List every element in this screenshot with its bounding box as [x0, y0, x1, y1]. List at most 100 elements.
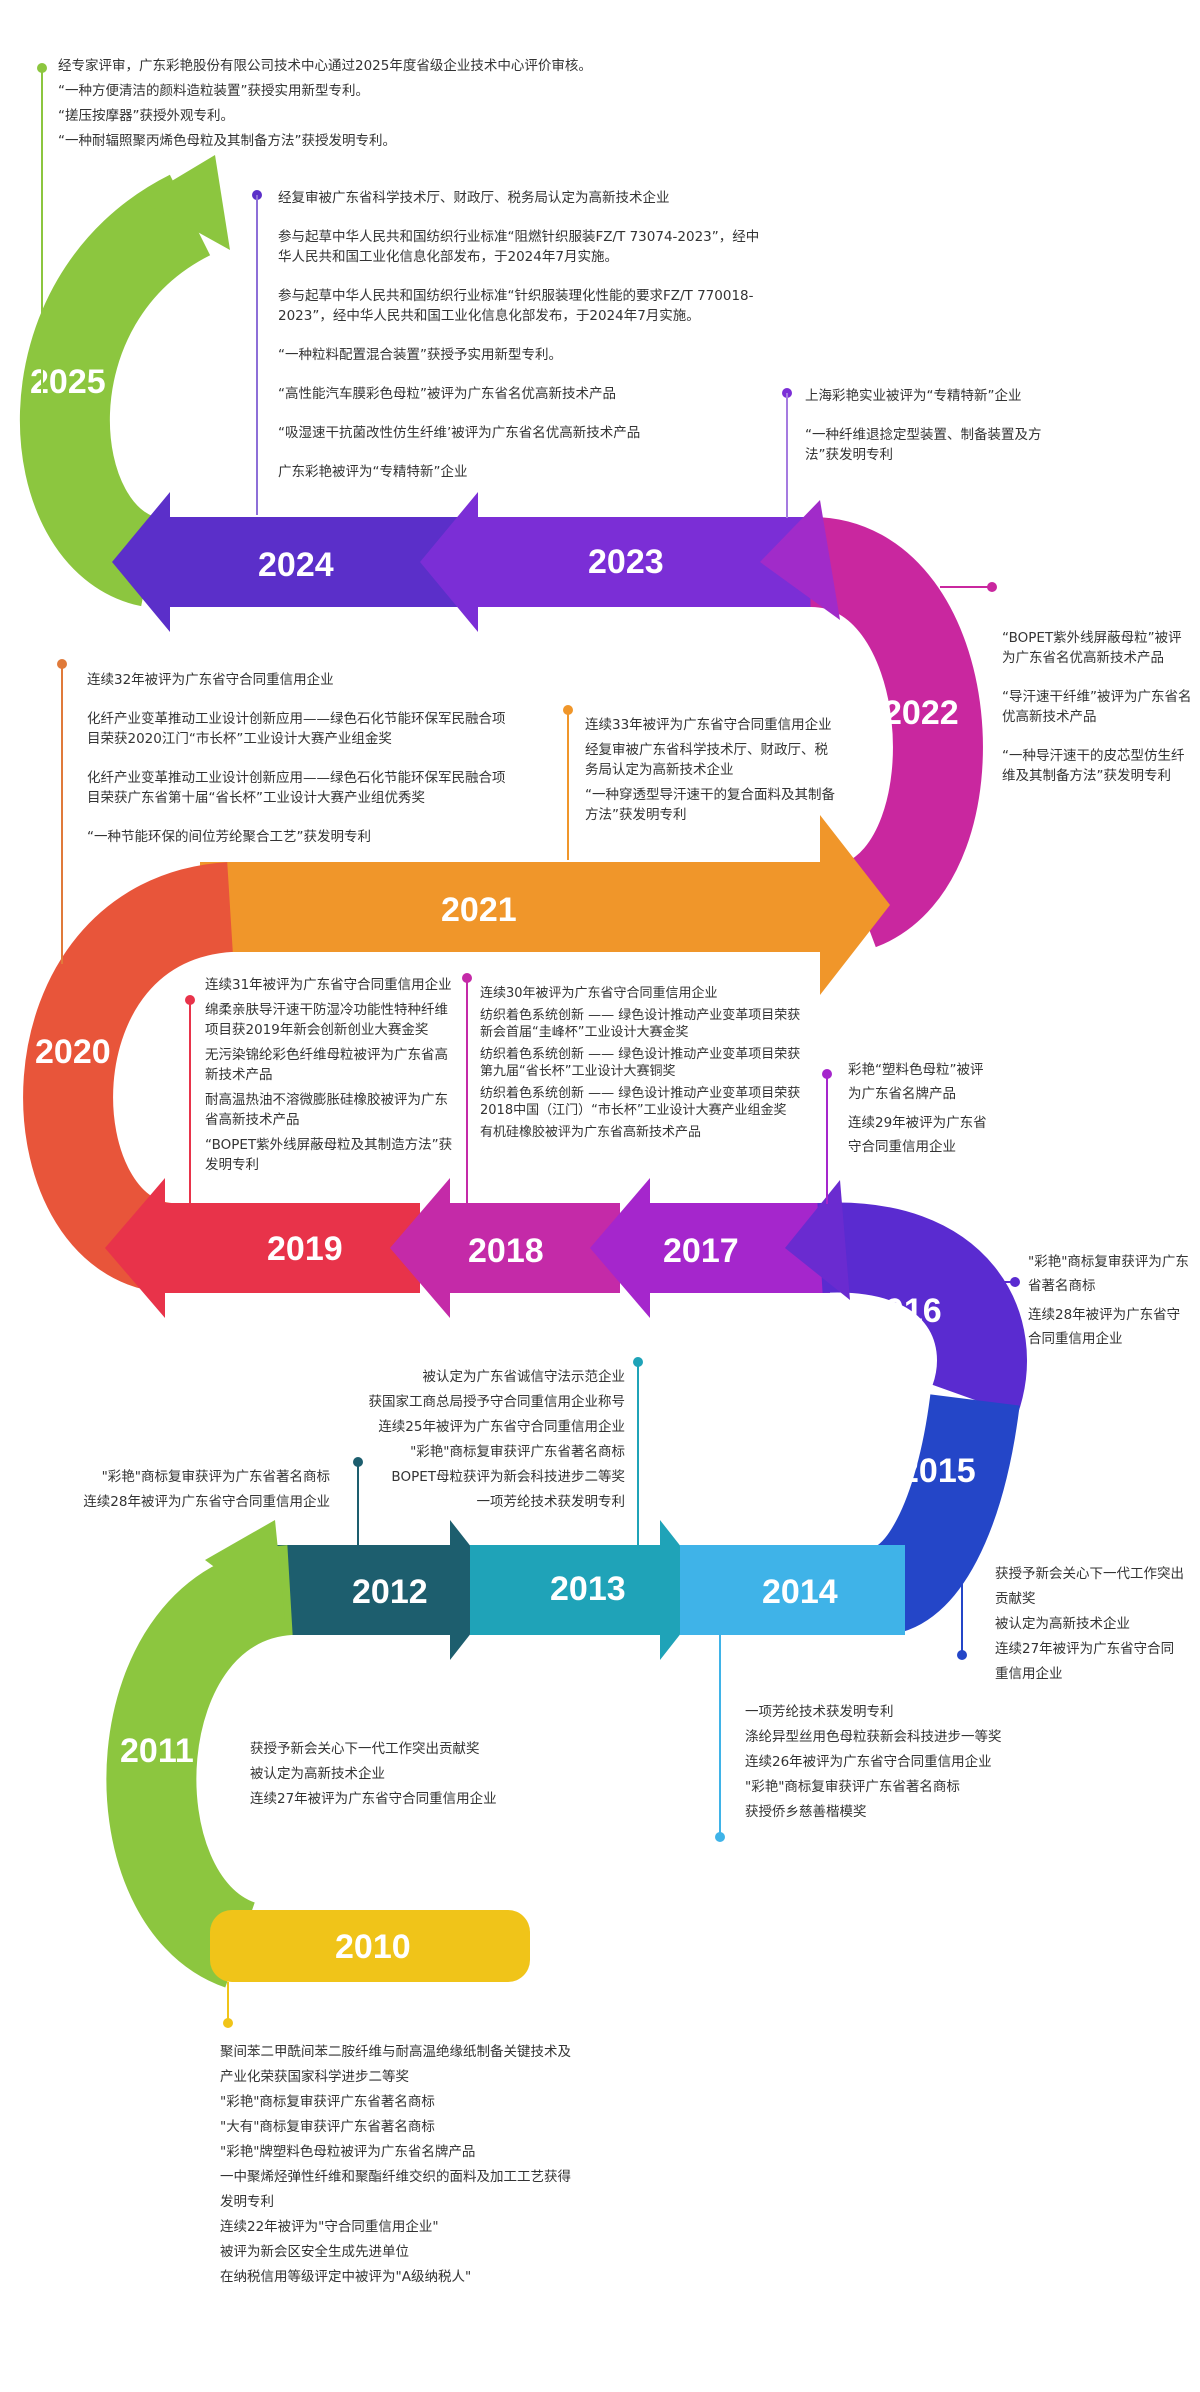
event-item: 连续33年被评为广东省守合同重信用企业 [585, 717, 832, 733]
event-item: 无污染锦纶彩色纤维母粒被评为广东省高新技术产品 [205, 1047, 448, 1083]
event-item: 有机硅橡胶被评为广东省高新技术产品 [480, 1125, 702, 1140]
year-label-2018: 2018 [468, 1232, 544, 1270]
event-item: 参与起草中华人民共和国纺织行业标准“针织服装理化性能的要求FZ/T 770018… [278, 288, 754, 324]
event-item: 被认定为广东省诚信守法示范企业 [422, 1369, 626, 1385]
year-label-2024: 2024 [258, 546, 334, 584]
event-item: “一种耐辐照聚丙烯色母粒及其制备方法”获授发明专利。 [58, 133, 396, 149]
arrowhead-2023 [760, 500, 840, 620]
connector-line-2010 [227, 1982, 229, 2022]
year-label-2022: 2022 [883, 694, 959, 732]
segment-2012 [270, 1520, 505, 1660]
event-item: "彩艳"商标复审获评为广东省著名商标 [101, 1469, 330, 1485]
event-item: 连续25年被评为广东省守合同重信用企业 [378, 1419, 625, 1435]
event-item: "彩艳"商标复审获评广东省著名商标 [410, 1444, 625, 1460]
event-item: 绵柔亲肤导汗速干防湿冷功能性特种纤维项目获2019年新会创新创业大赛金奖 [205, 1002, 448, 1038]
event-item: “一种纤维退捻定型装置、制备装置及方法”获发明专利 [805, 427, 1042, 463]
segment-2021 [200, 815, 890, 995]
event-item: 涤纶异型丝用色母粒获新会科技进步一等奖 [745, 1729, 1002, 1745]
events-2015: 获授予新会关心下一代工作突出贡献奖 被认定为高新技术企业 连续27年被评为广东省… [995, 1562, 1185, 1687]
event-item: 经复审被广东省科学技术厅、财政厅、税务局认定为高新技术企业 [585, 742, 828, 778]
connector-line-2013 [637, 1362, 639, 1547]
event-item: 连续30年被评为广东省守合同重信用企业 [480, 986, 718, 1001]
marker-dot-2016 [1010, 1277, 1020, 1287]
event-item: “高性能汽车膜彩色母粒”被评为广东省名优高新技术产品 [278, 386, 616, 402]
segment-2019 [105, 1178, 420, 1318]
events-2021-center: 连续33年被评为广东省守合同重信用企业 经复审被广东省科学技术厅、财政厅、税务局… [585, 715, 835, 830]
event-item: 一项芳纶技术获发明专利 [745, 1704, 894, 1720]
event-item: “一种节能环保的间位芳纶聚合工艺”获发明专利 [87, 829, 371, 845]
connector-line-2021b [567, 710, 569, 860]
events-2018: 连续30年被评为广东省守合同重信用企业 纺织着色系统创新 —— 绿色设计推动产业… [480, 985, 810, 1146]
events-2022: “BOPET紫外线屏蔽母粒”被评为广东省名优高新技术产品 “导汗速干纤维”被评为… [1002, 628, 1192, 805]
segment-2022 [807, 516, 983, 948]
event-item: 被认定为高新技术企业 [995, 1616, 1130, 1632]
event-item: “一种粒料配置混合装置”获授予实用新型专利。 [278, 347, 562, 363]
event-item: 连续28年被评为广东省守合同重信用企业 [1028, 1307, 1181, 1347]
event-item: 获授予新会关心下一代工作突出贡献奖 [995, 1566, 1184, 1607]
connector-line-2025 [41, 68, 43, 398]
segment-2013 [470, 1520, 715, 1660]
segment-2016 [817, 1202, 1027, 1416]
event-item: "彩艳"商标复审获评广东省著名商标 [745, 1779, 960, 1795]
events-2014: 一项芳纶技术获发明专利 涤纶异型丝用色母粒获新会科技进步一等奖 连续26年被评为… [745, 1700, 1055, 1825]
marker-dot-2022 [987, 582, 997, 592]
event-item: 一中聚烯烃弹性纤维和聚酯纤维交织的面料及加工工艺获得发明专利 [220, 2169, 571, 2210]
year-label-2019: 2019 [267, 1230, 343, 1268]
event-item: 连续28年被评为广东省守合同重信用企业 [83, 1494, 330, 1510]
segment-2017 [590, 1178, 830, 1318]
event-item: “一种穿透型导汗速干的复合面料及其制备方法”获发明专利 [585, 787, 835, 823]
event-item: 连续31年被评为广东省守合同重信用企业 [205, 977, 452, 993]
event-item: 聚间苯二甲酰间苯二胺纤维与耐高温绝缘纸制备关键技术及产业化荣获国家科学进步二等奖 [220, 2044, 571, 2085]
event-item: “一种导汗速干的皮芯型仿生纤维及其制备方法”获发明专利 [1002, 748, 1185, 784]
segment-2020 [23, 862, 235, 1293]
year-label-2016: 2016 [866, 1292, 942, 1330]
marker-dot-2015 [957, 1650, 967, 1660]
connector-line-2015 [961, 1560, 963, 1655]
event-item: 获授予新会关心下一代工作突出贡献奖 [250, 1741, 480, 1757]
events-2017: 彩艳“塑料色母粒”被评为广东省名牌产品 连续29年被评为广东省守合同重信用企业 [848, 1058, 993, 1164]
marker-dot-2014 [715, 1832, 725, 1842]
connector-line-2022 [940, 586, 990, 588]
event-item: “BOPET紫外线屏蔽母粒及其制造方法”获发明专利 [205, 1137, 453, 1173]
year-label-2020: 2020 [35, 1033, 111, 1071]
event-item: 彩艳“塑料色母粒”被评为广东省名牌产品 [848, 1062, 984, 1102]
segment-2018 [390, 1178, 620, 1318]
events-2024: 经复审被广东省科学技术厅、财政厅、税务局认定为高新技术企业 参与起草中华人民共和… [278, 188, 768, 501]
event-item: 经复审被广东省科学技术厅、财政厅、税务局认定为高新技术企业 [278, 190, 670, 206]
connector-line-2023 [786, 393, 788, 518]
event-item: "彩艳"商标复审获评广东省著名商标 [220, 2094, 435, 2110]
event-item: "彩艳"牌塑料色母粒被评为广东省名牌产品 [220, 2144, 476, 2160]
segment-2011 [106, 1545, 296, 1988]
events-2023: 上海彩艳实业被评为“专精特新”企业 “一种纤维退捻定型装置、制备装置及方法”获发… [805, 386, 1070, 484]
event-item: 连续32年被评为广东省守合同重信用企业 [87, 672, 334, 688]
arrowhead-2025 [140, 155, 230, 250]
event-item: 获国家工商总局授予守合同重信用企业称号 [368, 1394, 626, 1410]
connector-line-2012 [357, 1462, 359, 1547]
event-item: “导汗速干纤维”被评为广东省名优高新技术产品 [1002, 689, 1192, 725]
event-item: 参与起草中华人民共和国纺织行业标准“阻燃针织服装FZ/T 73074-2023”… [278, 229, 760, 265]
connector-line-2017 [826, 1074, 828, 1204]
segment-2010 [210, 1910, 530, 1982]
event-item: “BOPET紫外线屏蔽母粒”被评为广东省名优高新技术产品 [1002, 630, 1182, 666]
event-item: 上海彩艳实业被评为“专精特新”企业 [805, 388, 1022, 404]
year-label-2012: 2012 [352, 1573, 428, 1611]
events-2020: 连续31年被评为广东省守合同重信用企业 绵柔亲肤导汗速干防湿冷功能性特种纤维项目… [205, 975, 460, 1180]
year-label-2021: 2021 [441, 891, 517, 929]
event-item: 纺织着色系统创新 —— 绿色设计推动产业变革项目荣获第九届“省长杯”工业设计大赛… [480, 1047, 801, 1079]
event-item: 经专家评审，广东彩艳股份有限公司技术中心通过2025年度省级企业技术中心评价审核… [58, 58, 592, 74]
segment-2025 [20, 174, 212, 607]
event-item: 在纳税信用等级评定中被评为"A级纳税人" [220, 2269, 472, 2285]
event-item: “一种方便清洁的颜料造粒装置”获授实用新型专利。 [58, 83, 369, 99]
segment-2014 [680, 1545, 905, 1635]
event-item: 连续27年被评为广东省守合同重信用企业 [995, 1641, 1175, 1682]
event-item: 一项芳纶技术获发明专利 [476, 1494, 626, 1510]
year-label-2013: 2013 [550, 1570, 626, 1608]
arrowhead-2016 [785, 1180, 850, 1300]
event-item: 被认定为高新技术企业 [250, 1766, 385, 1782]
event-item: 获授侨乡慈善楷模奖 [745, 1804, 867, 1820]
year-label-2015: 2015 [900, 1452, 976, 1490]
event-item: BOPET母粒获评为新会科技进步二等奖 [391, 1469, 625, 1485]
event-item: 被评为新会区安全生成先进单位 [220, 2244, 409, 2260]
